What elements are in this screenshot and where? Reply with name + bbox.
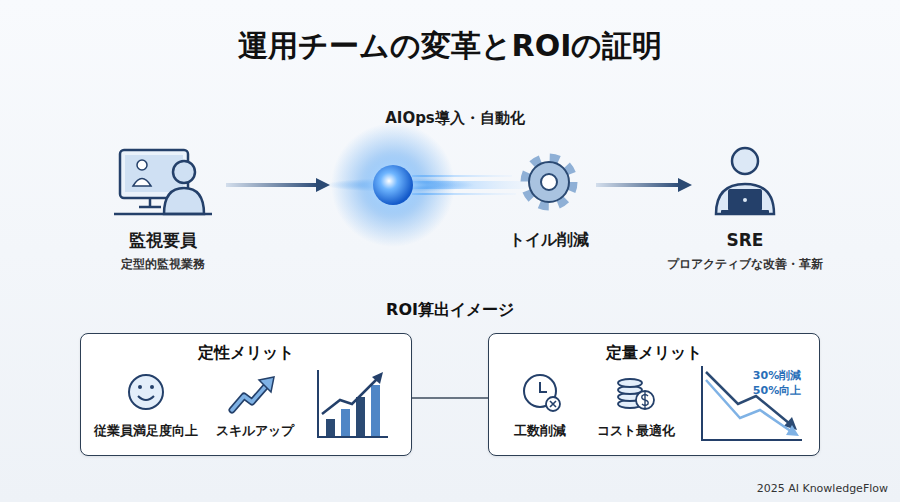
connector	[412, 398, 488, 399]
node-title: SRE	[672, 229, 818, 251]
arrow-shaft	[226, 183, 317, 187]
gear-body	[529, 162, 569, 202]
laptop-base	[721, 210, 769, 214]
metric-value: 30%削減	[744, 369, 810, 383]
light-streak	[412, 193, 516, 195]
node-subtitle: プロアクティブな改善・革新	[635, 256, 855, 272]
arrow-shaft	[596, 183, 679, 187]
desk-line	[114, 213, 212, 216]
stage-heading: AIOps導入・自動化	[330, 108, 580, 128]
diagram-title: 運用チームの変革とROIの証明	[0, 26, 900, 66]
node-subtitle: 定型的監視業務	[70, 256, 256, 272]
box-heading: 定性メリット	[81, 342, 410, 364]
orb-glow	[331, 123, 455, 247]
screen-person-body	[133, 179, 151, 187]
icon-caption: 従業員満足度向上	[81, 422, 211, 440]
light-beam	[410, 181, 528, 189]
icon-caption: スキルアップ	[205, 422, 305, 440]
box-heading: 定量メリット	[489, 342, 818, 364]
gear-label: トイル削減	[489, 229, 609, 251]
gear-hole	[541, 174, 557, 190]
screen-person-head	[137, 160, 147, 170]
aiops-node: AIOps導入・自動化トイル削減	[330, 105, 596, 255]
credit-watermark: 2025 AI KnowledgeFlow	[690, 481, 888, 496]
sre-node: SREプロアクティブな改善・革新	[692, 140, 798, 275]
laptop-logo	[743, 198, 747, 202]
monitoring-staff-node: 監視要員定型的監視業務	[100, 140, 226, 275]
arrow-head	[678, 178, 692, 192]
laptop-lid	[728, 189, 762, 211]
sre-body	[716, 184, 774, 214]
operator-head	[173, 161, 195, 183]
monitor-screen	[125, 155, 183, 192]
connector	[226, 178, 330, 192]
connector	[596, 178, 692, 192]
icon-caption: 工数削減	[490, 422, 590, 440]
monitor-stand	[139, 198, 161, 207]
orb-flare	[325, 178, 475, 192]
metric-value: 50%向上	[744, 384, 810, 398]
monitor-frame	[120, 150, 188, 198]
arrow-head	[316, 178, 330, 192]
icon-caption: コスト最適化	[581, 422, 691, 440]
connector-line	[412, 397, 488, 399]
gear-teeth	[525, 158, 573, 206]
light-streak	[412, 175, 512, 177]
operator-body	[164, 188, 204, 214]
ai-orb	[373, 165, 413, 205]
node-title: 監視要員	[80, 229, 246, 251]
sre-head	[732, 148, 758, 174]
section-heading: ROI算出イメージ	[300, 299, 600, 321]
